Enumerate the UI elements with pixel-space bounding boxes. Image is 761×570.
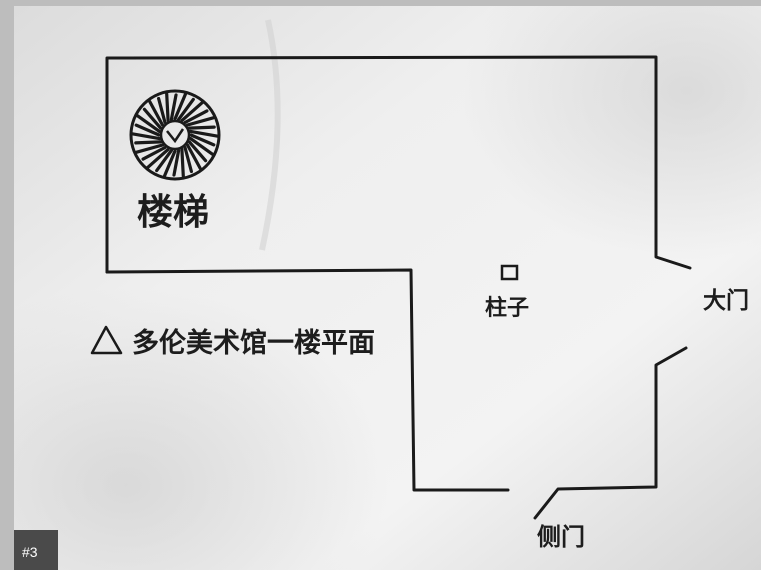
floor-plan-outline (105, 55, 692, 274)
pillar-label: 柱子 (485, 296, 529, 321)
side-door-label: 侧门 (537, 523, 585, 551)
stair-area-wall (105, 268, 510, 492)
triangle-marker-icon (90, 325, 123, 355)
main-door-label: 大门 (703, 287, 749, 314)
pillar-icon (500, 264, 519, 281)
spiral-staircase-icon (129, 89, 221, 181)
plan-title: 多伦美术馆一楼平面 (132, 327, 375, 359)
side-wall-right (533, 346, 688, 520)
stairs-label: 楼梯 (137, 192, 209, 233)
photo-index-tag: #3 (22, 544, 38, 560)
